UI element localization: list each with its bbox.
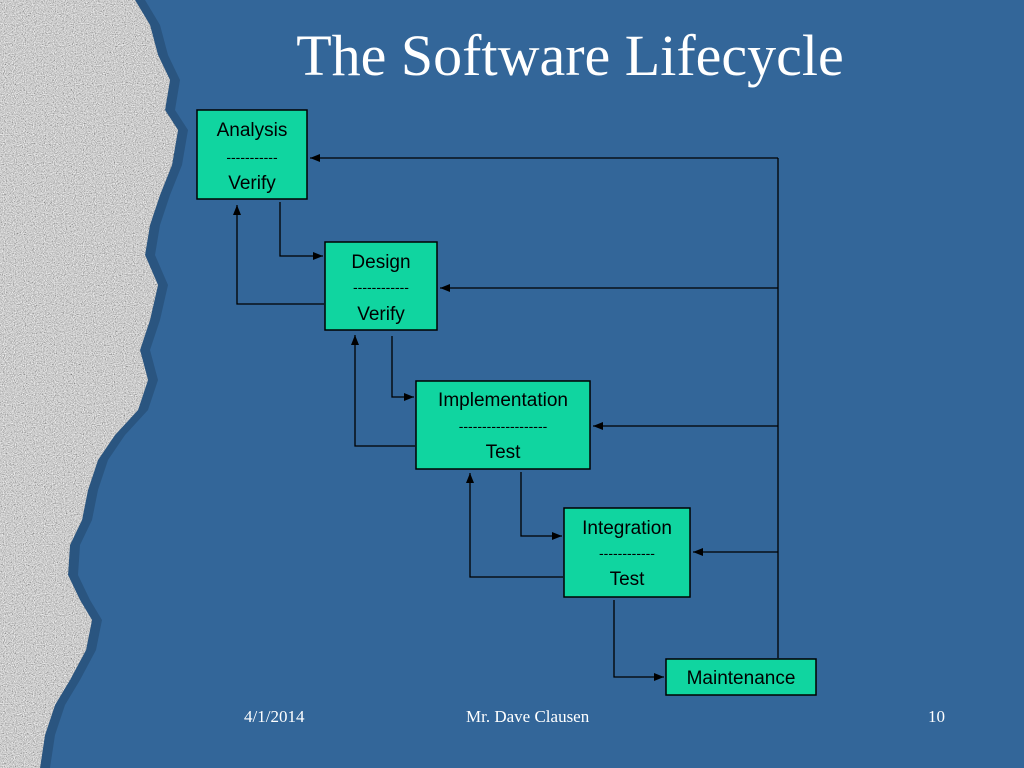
phase-integration-label: Integration [582,518,672,539]
arrow-integration-back-to-implementation [466,473,563,578]
phase-design-verify: Verify [357,304,405,325]
phase-maintenance-label: Maintenance [687,668,796,689]
phase-integration-divider: ------------ [599,545,655,561]
phase-analysis-verify: Verify [228,173,276,194]
arrow-implementation-to-integration [520,472,562,540]
phase-design-divider: ------------ [353,279,409,295]
arrow-design-back-to-analysis [233,205,324,305]
phase-design: Design ------------ Verify [324,241,438,331]
phase-integration-test: Test [610,569,646,590]
arrow-implementation-back-to-design [351,335,415,447]
stone-texture-decoration [0,0,188,768]
phase-analysis-label: Analysis [217,120,288,141]
arrow-design-to-implementation [391,336,414,401]
slide-title: The Software Lifecycle [296,23,844,88]
phase-analysis-divider: ----------- [226,149,278,165]
phase-maintenance: Maintenance [665,658,817,696]
phase-design-label: Design [351,252,410,273]
phase-integration: Integration ------------ Test [563,507,691,598]
phase-implementation: Implementation ------------------- Test [415,380,591,470]
phase-implementation-divider: ------------------- [459,418,548,434]
phase-implementation-test: Test [486,442,522,463]
phase-implementation-label: Implementation [438,390,568,411]
footer-date: 4/1/2014 [244,707,305,726]
footer-author: Mr. Dave Clausen [466,707,590,726]
arrow-analysis-to-design [279,202,323,260]
phase-analysis: Analysis ----------- Verify [196,109,308,200]
arrow-integration-to-maintenance [613,600,664,681]
footer-page-number: 10 [928,707,945,726]
